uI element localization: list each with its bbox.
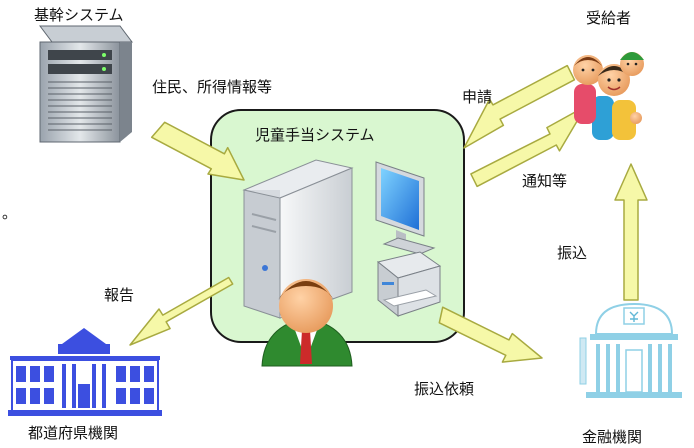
family-icon [573,52,644,140]
government-building-icon [8,328,162,416]
pc-tower-icon [242,159,354,319]
arrow-application [463,64,576,149]
arrow-report [129,276,234,346]
arrow-transfer-request [438,306,543,363]
printer-icon [376,251,442,318]
core-system-label: 基幹システム [34,6,124,24]
prefecture-label: 都道府県機関 [28,424,119,442]
notification-label: 通知等 [522,172,568,190]
transfer-request-label: 振込依頼 [414,380,475,398]
report-label: 報告 [104,286,135,304]
bank-building-icon [579,302,682,398]
arrow-core-to-center [150,121,245,181]
arrow-transfer-up [614,163,648,301]
resident-income-label: 住民、所得情報等 [152,78,273,96]
transfer-label: 振込 [557,244,588,262]
application-label: 申請 [462,88,493,106]
center-title: 児童手当システム [255,126,375,144]
operator-person-icon [261,279,353,367]
arrow-notification [470,105,587,188]
recipients-label: 受給者 [586,9,632,27]
bank-label: 金融機関 [582,428,643,446]
stray-mark: 。 [2,204,18,222]
monitor-icon [375,161,436,255]
server-rack-icon [39,25,133,143]
